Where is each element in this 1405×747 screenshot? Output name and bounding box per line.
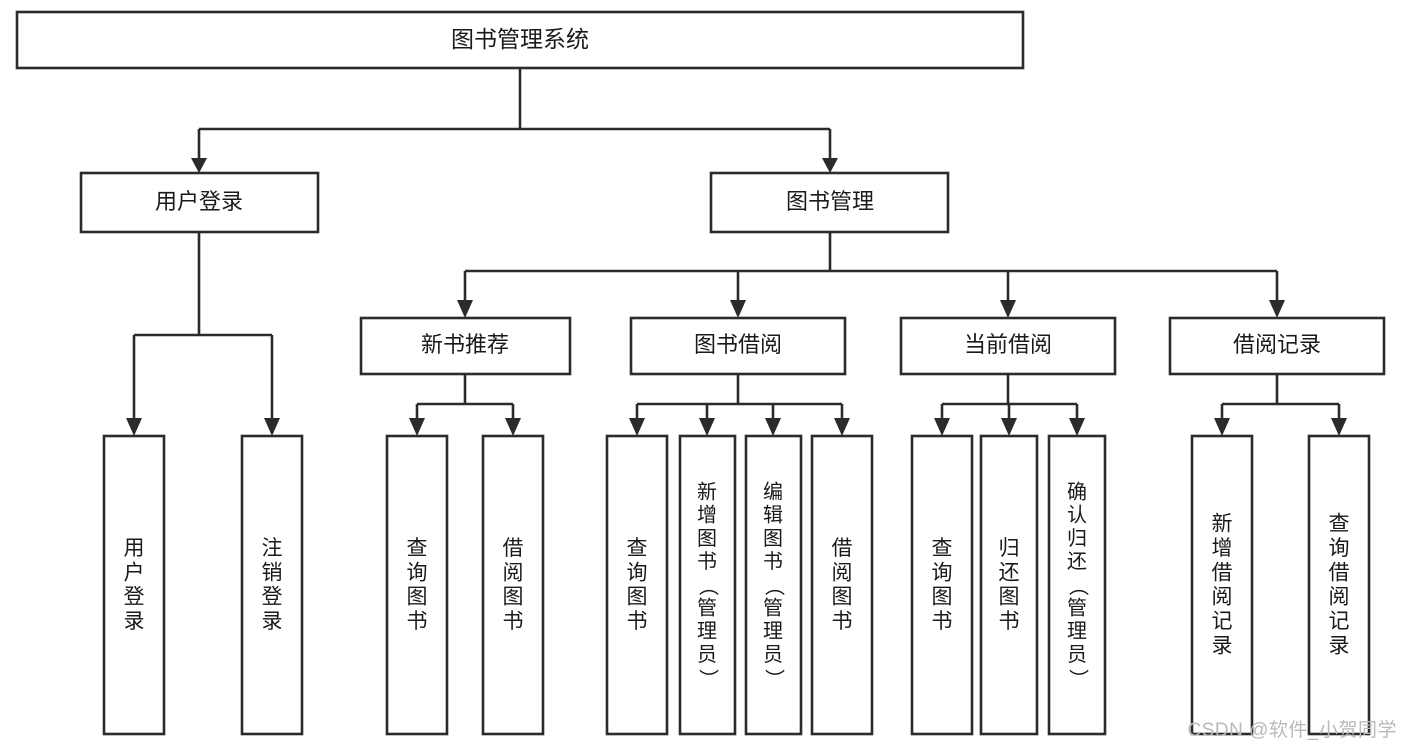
node-borrow-record-label: 借阅记录 (1233, 332, 1321, 357)
node-current-borrow[interactable]: 当前借阅 (899, 316, 1117, 376)
arrowhead-borrow-record (1269, 300, 1285, 318)
node-leaf-logout-login-label: 注销登录 (262, 537, 283, 633)
node-leaf-query-book-2-box[interactable] (605, 434, 669, 736)
node-leaf-query-book-1-box[interactable] (385, 434, 449, 736)
node-book-borrow-label: 图书借阅 (694, 332, 782, 357)
node-leaf-add-book[interactable]: 新增图书管理员 （ ） (678, 434, 737, 736)
node-leaf-return-book-label: 归还图书 (999, 537, 1020, 633)
node-book-manage-box[interactable] (709, 171, 950, 234)
node-leaf-add-record[interactable]: 新增借阅记录 (1190, 434, 1254, 736)
arrowhead-leaf-confirm-return (1069, 418, 1085, 436)
node-leaf-query-book-1[interactable]: 查询图书 (385, 434, 449, 736)
arrowhead-user-login (191, 158, 207, 173)
node-leaf-user-login[interactable]: 用户登录 (102, 434, 166, 736)
node-leaf-edit-book-box[interactable] (744, 434, 803, 736)
arrowhead-book-manage (822, 158, 838, 173)
arrowhead-leaf-user-login (126, 418, 142, 436)
node-leaf-logout-login[interactable]: 注销登录 (240, 434, 304, 736)
node-leaf-borrow-book-2[interactable]: 借阅图书 (810, 434, 874, 736)
node-leaf-add-record-box[interactable] (1190, 434, 1254, 736)
node-leaf-add-record-label: 新增借阅记录 (1212, 513, 1233, 658)
svg-text:（: （ (763, 576, 786, 596)
svg-text:）: ） (697, 669, 720, 689)
node-leaf-user-login-box[interactable] (102, 434, 166, 736)
node-leaf-return-book-box[interactable] (979, 434, 1039, 736)
arrowhead-leaf-add-book (699, 418, 715, 436)
node-book-manage[interactable]: 图书管理 (709, 171, 950, 234)
node-new-book-recommend-box[interactable] (359, 316, 572, 376)
node-leaf-logout-login-box[interactable] (240, 434, 304, 736)
node-leaf-query-book-3[interactable]: 查询图书 (910, 434, 974, 736)
node-leaf-confirm-return[interactable]: 确认归还管理员 （ ） (1047, 434, 1107, 736)
node-new-book-recommend-label: 新书推荐 (421, 332, 509, 357)
node-book-borrow-box[interactable] (629, 316, 847, 376)
node-leaf-query-record-label: 查询借阅记录 (1329, 513, 1350, 658)
node-leaf-return-book[interactable]: 归还图书 (979, 434, 1039, 736)
node-leaf-query-record-box[interactable] (1307, 434, 1371, 736)
node-current-borrow-box[interactable] (899, 316, 1117, 376)
node-book-manage-label: 图书管理 (786, 189, 874, 214)
node-borrow-record[interactable]: 借阅记录 (1168, 316, 1386, 376)
node-leaf-borrow-book-2-label: 借阅图书 (832, 537, 853, 633)
node-new-book-recommend[interactable]: 新书推荐 (359, 316, 572, 376)
node-user-login-label: 用户登录 (155, 189, 243, 214)
node-leaf-add-book-box[interactable] (678, 434, 737, 736)
node-leaf-confirm-return-box[interactable] (1047, 434, 1107, 736)
arrowhead-leaf-query-book-2 (629, 418, 645, 436)
node-leaf-borrow-book-1[interactable]: 借阅图书 (481, 434, 545, 736)
arrowhead-leaf-borrow-book-1 (505, 418, 521, 436)
connector-layer (126, 68, 1347, 436)
arrowhead-leaf-query-book-3 (934, 418, 950, 436)
arrowhead-leaf-query-book-1 (409, 418, 425, 436)
node-borrow-record-box[interactable] (1168, 316, 1386, 376)
svg-text:）: ） (763, 669, 786, 689)
node-leaf-query-book-2-label: 查询图书 (627, 537, 648, 633)
node-root-box[interactable] (15, 10, 1025, 70)
node-leaf-edit-book-label: 编辑图书管理员 (763, 480, 783, 665)
node-root-label: 图书管理系统 (451, 26, 589, 52)
node-leaf-query-book-3-box[interactable] (910, 434, 974, 736)
arrowhead-book-borrow (730, 300, 746, 318)
csdn-watermark: CSDN @软件_小贺同学 (1187, 720, 1397, 741)
arrowhead-leaf-query-record (1331, 418, 1347, 436)
node-leaf-edit-book[interactable]: 编辑图书管理员 （ ） (744, 434, 803, 736)
node-leaf-user-login-label: 用户登录 (124, 537, 145, 633)
arrowhead-leaf-borrow-book-2 (834, 418, 850, 436)
arrowhead-leaf-add-record (1214, 418, 1230, 436)
svg-text:）: ） (1067, 669, 1090, 689)
node-leaf-query-book-3-label: 查询图书 (932, 537, 953, 633)
arrowhead-new-book-recommend (457, 300, 473, 318)
node-leaf-query-record[interactable]: 查询借阅记录 (1307, 434, 1371, 736)
node-leaf-query-book-2[interactable]: 查询图书 (605, 434, 669, 736)
node-current-borrow-label: 当前借阅 (964, 332, 1052, 357)
node-book-borrow[interactable]: 图书借阅 (629, 316, 847, 376)
node-leaf-query-book-1-label: 查询图书 (407, 537, 428, 633)
arrowhead-leaf-logout-login (264, 418, 280, 436)
node-leaf-borrow-book-2-box[interactable] (810, 434, 874, 736)
node-root[interactable]: 图书管理系统 (15, 10, 1025, 70)
arrowhead-current-borrow (1000, 300, 1016, 318)
arrowhead-leaf-return-book (1001, 418, 1017, 436)
svg-text:（: （ (697, 576, 720, 596)
node-leaf-add-book-label: 新增图书管理员 (697, 480, 717, 665)
node-leaf-confirm-return-label: 确认归还管理员 (1067, 480, 1087, 665)
node-user-login-box[interactable] (79, 171, 320, 234)
node-user-login[interactable]: 用户登录 (79, 171, 320, 234)
node-leaf-borrow-book-1-label: 借阅图书 (503, 537, 524, 633)
svg-text:（: （ (1067, 576, 1090, 596)
arrowhead-leaf-edit-book (765, 418, 781, 436)
node-leaf-borrow-book-1-box[interactable] (481, 434, 545, 736)
